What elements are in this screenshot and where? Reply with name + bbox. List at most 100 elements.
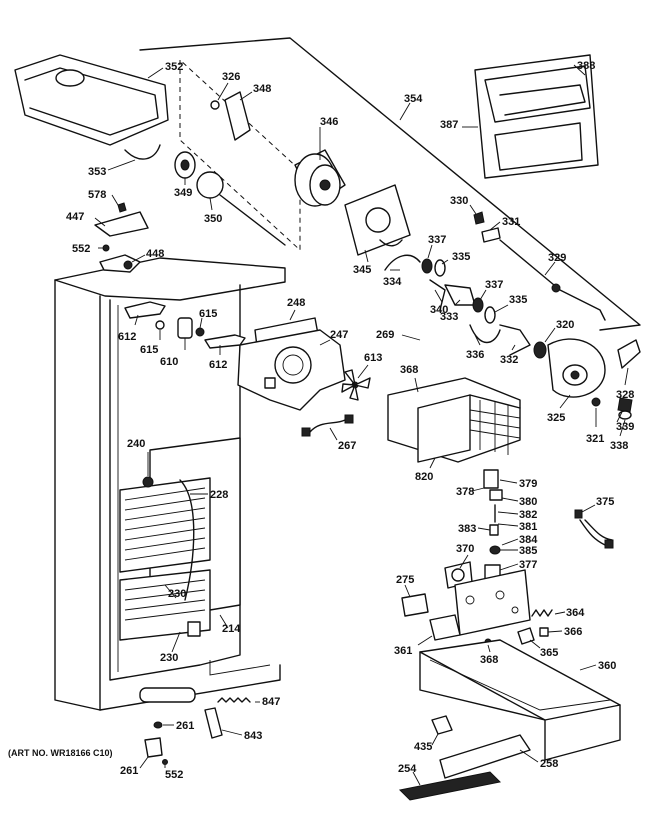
label-368b: 368 [480, 654, 498, 666]
label-247: 247 [330, 329, 348, 341]
label-228: 228 [210, 489, 228, 501]
label-384: 384 [519, 534, 538, 546]
assembly-outline [139, 37, 641, 331]
label-447: 447 [66, 211, 84, 223]
label-332: 332 [500, 354, 518, 366]
label-364: 364 [566, 607, 585, 619]
label-269: 269 [376, 329, 394, 341]
evaporator-assembly [119, 437, 241, 641]
label-377: 377 [519, 559, 537, 571]
label-329: 329 [548, 252, 566, 264]
label-337a: 337 [428, 234, 446, 246]
label-349: 349 [174, 187, 192, 199]
label-378: 378 [456, 486, 474, 498]
dispenser-trays [398, 639, 621, 801]
label-385: 385 [519, 545, 537, 557]
part-labels: 352 326 348 346 354 388 387 353 349 350 … [8, 60, 634, 781]
label-335a: 335 [452, 251, 470, 263]
clip-icon [187, 621, 201, 637]
label-365: 365 [540, 647, 558, 659]
fill-tube [417, 337, 458, 373]
label-348: 348 [253, 83, 271, 95]
fan-shroud [237, 317, 346, 411]
label-336: 336 [466, 349, 484, 361]
dispenser-door [474, 54, 599, 179]
ice-bucket [14, 54, 169, 160]
solenoid-assembly [533, 338, 641, 420]
label-350: 350 [204, 213, 222, 225]
label-383: 383 [458, 523, 476, 535]
label-240: 240 [127, 438, 145, 450]
label-578: 578 [88, 189, 106, 201]
label-248: 248 [287, 297, 305, 309]
label-339: 339 [616, 421, 634, 433]
label-320: 320 [556, 319, 574, 331]
motor-mount [344, 184, 411, 256]
icemaker [387, 377, 521, 463]
fan-blade-icon [341, 369, 371, 401]
label-361: 361 [394, 645, 412, 657]
label-330: 330 [450, 195, 468, 207]
lower-hardware [144, 697, 251, 765]
label-345: 345 [353, 264, 371, 276]
label-338: 338 [610, 440, 628, 452]
label-214: 214 [222, 623, 241, 635]
label-387: 387 [440, 119, 458, 131]
label-381: 381 [519, 521, 537, 533]
fasteners-top [473, 211, 606, 321]
label-326: 326 [222, 71, 240, 83]
label-379: 379 [519, 478, 537, 490]
linkage-parts [384, 254, 531, 356]
defrost-thermostat-icon [142, 476, 154, 488]
cabinet-slot [139, 687, 196, 703]
label-325: 325 [547, 412, 565, 424]
label-615b: 615 [140, 344, 158, 356]
label-610: 610 [160, 356, 178, 368]
label-368a: 368 [400, 364, 418, 376]
auger-parts [174, 91, 346, 246]
label-254: 254 [398, 763, 417, 775]
label-267: 267 [338, 440, 356, 452]
wire-connector [574, 509, 614, 549]
label-354: 354 [404, 93, 423, 105]
label-448: 448 [146, 248, 164, 260]
label-847: 847 [262, 696, 280, 708]
label-331: 331 [502, 216, 520, 228]
label-321: 321 [586, 433, 604, 445]
label-388: 388 [577, 60, 595, 72]
art-number: (ART NO. WR18166 C10) [8, 748, 113, 758]
label-335b: 335 [509, 294, 527, 306]
label-370: 370 [456, 543, 474, 555]
label-261b: 261 [120, 765, 138, 777]
label-615a: 615 [199, 308, 217, 320]
label-346: 346 [320, 116, 338, 128]
label-352: 352 [165, 61, 183, 73]
label-333: 333 [440, 311, 458, 323]
label-360: 360 [598, 660, 616, 672]
wire-harness [301, 414, 354, 437]
control-board [401, 593, 429, 617]
label-552a: 552 [72, 243, 90, 255]
label-261a: 261 [176, 720, 194, 732]
label-230b: 230 [160, 652, 178, 664]
label-258: 258 [540, 758, 558, 770]
label-382: 382 [519, 509, 537, 521]
label-366: 366 [564, 626, 582, 638]
label-328: 328 [616, 389, 634, 401]
label-613: 613 [364, 352, 382, 364]
label-820: 820 [415, 471, 433, 483]
label-340: 340 [430, 304, 448, 316]
label-353: 353 [88, 166, 106, 178]
label-435: 435 [414, 741, 432, 753]
label-230a: 230 [168, 588, 186, 600]
label-337b: 337 [485, 279, 503, 291]
dispenser-motor-assembly [429, 561, 531, 641]
freezer-cabinet [54, 257, 286, 711]
label-843: 843 [244, 730, 262, 742]
label-334: 334 [383, 276, 402, 288]
light-socket-parts [124, 301, 246, 349]
label-552b: 552 [165, 769, 183, 781]
leader-lines [94, 64, 629, 786]
label-380: 380 [519, 496, 537, 508]
